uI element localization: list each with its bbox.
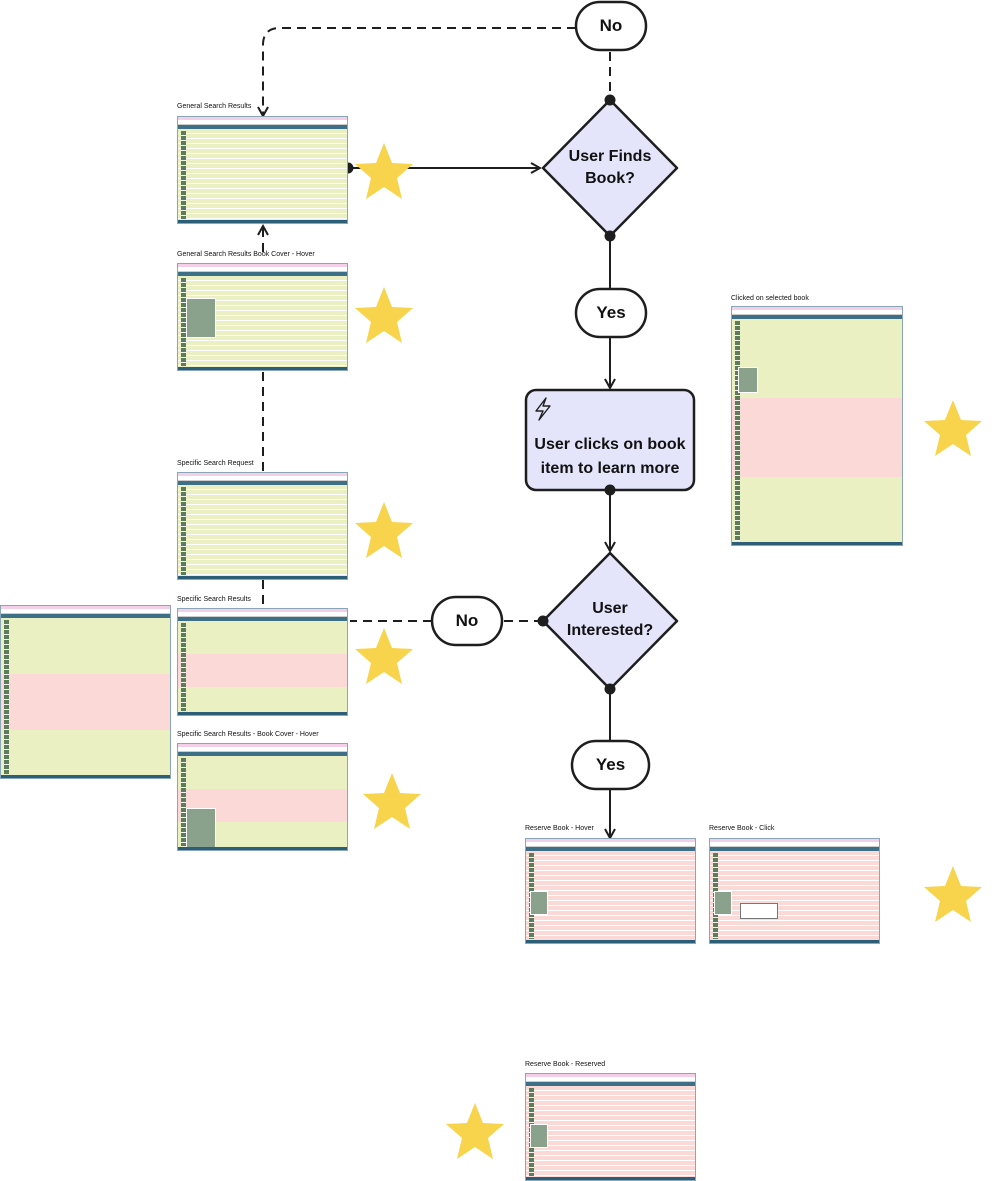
pill-no-top bbox=[574, 0, 648, 52]
book-cover-image bbox=[530, 891, 548, 915]
book-cover-image bbox=[714, 891, 732, 915]
yes-2-label: Yes bbox=[595, 755, 626, 774]
screenshot-reserve-reserved bbox=[525, 1073, 696, 1181]
book-cover-image bbox=[186, 808, 216, 848]
yes-1-label: Yes bbox=[596, 303, 626, 322]
screenshot-specific-request bbox=[177, 472, 348, 580]
label-specific-request: Specific Search Request bbox=[177, 460, 254, 467]
screenshot-reserve-hover bbox=[525, 838, 696, 944]
screenshot-general-hover bbox=[177, 263, 348, 371]
label-general-results: General Search Results bbox=[177, 103, 252, 110]
pill-yes-2 bbox=[570, 739, 651, 791]
label-specific-hover: Specific Search Results - Book Cover - H… bbox=[177, 731, 319, 738]
book-cover-image bbox=[186, 298, 216, 338]
label-reserve-reserved: Reserve Book - Reserved bbox=[525, 1061, 606, 1068]
decision-interested-label: User Interested? bbox=[566, 600, 654, 639]
label-clicked-book: Clicked on selected book bbox=[731, 295, 809, 302]
screenshot-reserve-click bbox=[709, 838, 880, 944]
screenshot-specific-hover bbox=[177, 743, 348, 851]
label-reserve-click: Reserve Book - Click bbox=[709, 825, 775, 832]
book-cover-image bbox=[530, 1124, 548, 1148]
connector-no-loop-back bbox=[263, 27, 576, 116]
decision-finds-book-label: User Finds Book? bbox=[568, 148, 652, 187]
label-reserve-hover: Reserve Book - Hover bbox=[525, 825, 594, 832]
action-label: User clicks on book item to learn more bbox=[534, 436, 686, 477]
lightning-icon bbox=[535, 397, 551, 421]
pill-no-mid bbox=[430, 595, 504, 647]
screenshot-clicked-book bbox=[731, 306, 903, 546]
no-mid-label: No bbox=[455, 611, 479, 630]
no-top-label: No bbox=[599, 16, 623, 35]
reserve-popup bbox=[740, 903, 778, 919]
pill-yes-1 bbox=[574, 287, 648, 339]
screenshot-specific-results-wide bbox=[0, 605, 171, 779]
screenshot-general-results bbox=[177, 116, 348, 224]
book-cover-image bbox=[738, 367, 758, 393]
label-specific-results: Specific Search Results bbox=[177, 596, 251, 603]
screenshot-specific-results bbox=[177, 608, 348, 716]
star-icon bbox=[355, 143, 982, 1159]
label-general-hover: General Search Results Book Cover - Hove… bbox=[177, 251, 315, 258]
